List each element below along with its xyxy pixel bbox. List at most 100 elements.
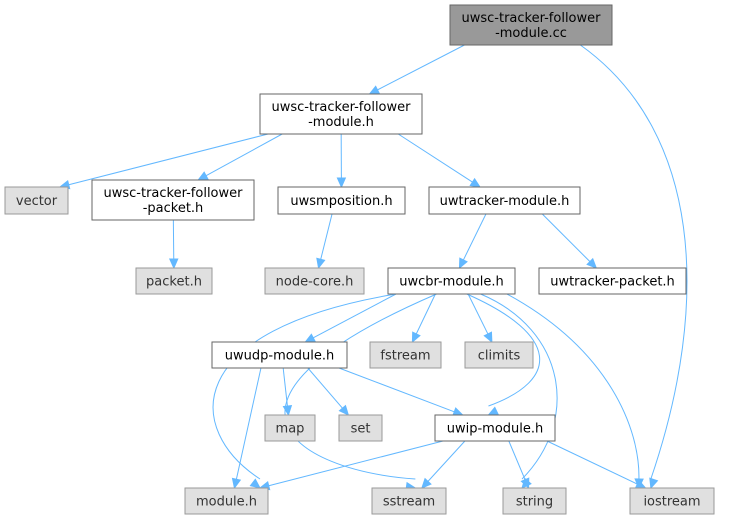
node-uwip[interactable]: uwip-module.h	[434, 414, 556, 442]
node-label: vector	[16, 194, 58, 209]
edge-uwudp-to-map	[282, 367, 293, 417]
node-label: uwcbr-module.h	[399, 275, 504, 290]
node-uwtracker-packet[interactable]: uwtracker-packet.h	[538, 267, 687, 295]
node-layer: uwsc-tracker-follower-module.ccuwsc-trac…	[4, 4, 715, 515]
node-box	[371, 487, 447, 515]
node-box	[538, 267, 687, 295]
edge-line	[508, 440, 526, 480]
edge-line	[205, 133, 283, 177]
edge-uwcbr-to-fstream	[411, 293, 436, 344]
node-root[interactable]: uwsc-tracker-follower-module.cc	[449, 4, 613, 46]
node-box	[629, 487, 715, 515]
node-climits: climits	[464, 341, 534, 369]
arrow-head	[304, 333, 316, 343]
edge-uwip-to-module	[258, 440, 444, 491]
arrow-head	[336, 177, 347, 189]
node-box	[464, 341, 534, 369]
node-uwtracker-module[interactable]: uwtracker-module.h	[428, 186, 581, 215]
node-box	[338, 414, 383, 442]
node-label: -module.h	[308, 115, 374, 130]
edge-module-h-to-uwtracker-module	[397, 133, 482, 188]
node-uwcbr[interactable]: uwcbr-module.h	[387, 267, 516, 295]
edge-path	[580, 44, 688, 480]
arrow-head	[197, 171, 209, 181]
arrow-head	[338, 404, 350, 416]
node-node-core: node-core.h	[264, 267, 365, 295]
edge-layer	[58, 44, 688, 492]
node-label: -module.cc	[495, 26, 567, 41]
edge-line	[68, 133, 269, 186]
node-label: sstream	[383, 495, 435, 510]
edge-uwcbr-to-module	[212, 293, 397, 489]
node-uwsmposition[interactable]: uwsmposition.h	[277, 186, 406, 215]
node-box	[428, 186, 581, 215]
arrow-head	[411, 331, 421, 344]
node-map: map	[264, 414, 316, 442]
arrow-head	[458, 257, 468, 270]
edge-uwudp-to-uwip	[338, 367, 464, 417]
arrow-head	[249, 478, 261, 489]
arrow-head	[469, 177, 482, 188]
edge-root-to-module-h	[368, 44, 465, 95]
node-box	[4, 186, 69, 215]
node-box	[259, 93, 423, 135]
edge-line	[282, 367, 288, 407]
node-box	[184, 487, 269, 515]
node-packet: packet.h	[135, 267, 213, 295]
edge-uwcbr-to-iostream	[506, 293, 644, 490]
node-vector: vector	[4, 186, 69, 215]
arrow-head	[586, 257, 598, 269]
arrow-head	[520, 477, 530, 490]
node-box	[211, 341, 348, 369]
edge-uwcbr-to-uwudp	[304, 293, 397, 343]
edge-line	[397, 133, 473, 183]
node-string: string	[502, 487, 567, 515]
node-sstream: sstream	[371, 487, 447, 515]
arrow-head	[368, 85, 381, 95]
node-box	[135, 267, 213, 295]
edge-path	[284, 293, 437, 480]
node-label: node-core.h	[276, 275, 354, 290]
node-label: set	[351, 422, 371, 437]
edge-uwsmposition-to-node-core	[316, 213, 333, 270]
node-uwudp[interactable]: uwudp-module.h	[211, 341, 348, 369]
node-fstream: fstream	[369, 341, 442, 369]
node-module-h[interactable]: uwsc-tracker-follower-module.h	[259, 93, 423, 135]
edge-path	[212, 293, 397, 480]
arrow-head	[231, 477, 242, 490]
node-box	[387, 267, 516, 295]
edge-uwip-to-string	[508, 440, 530, 490]
edge-uwip-to-sstream	[421, 440, 466, 489]
node-label: uwsc-tracker-follower	[104, 186, 244, 201]
edge-line	[427, 440, 466, 482]
edge-uwtracker-module-to-uwtracker-packet	[541, 213, 598, 269]
edge-uwcbr-to-climits	[467, 293, 493, 344]
node-label: uwsc-tracker-follower	[462, 11, 602, 26]
edge-line	[546, 440, 638, 485]
edge-line	[320, 213, 333, 260]
node-box	[277, 186, 406, 215]
node-label: string	[516, 495, 553, 510]
edge-uwudp-to-set	[307, 367, 350, 416]
node-box	[449, 4, 613, 46]
arrow-head	[282, 405, 293, 417]
arrow-head	[649, 477, 659, 490]
node-label: uwsmposition.h	[290, 194, 392, 209]
edge-module-h-to-uwsmposition	[336, 133, 347, 189]
edge-uwudp-to-module	[231, 367, 262, 490]
node-label: uwtracker-packet.h	[550, 275, 675, 290]
node-box	[502, 487, 567, 515]
node-packet-h[interactable]: uwsc-tracker-follower-packet.h	[91, 179, 255, 221]
node-module: module.h	[184, 487, 269, 515]
arrow-head	[168, 258, 179, 270]
arrow-head	[316, 257, 326, 270]
edge-line	[338, 367, 455, 413]
edge-path	[480, 293, 558, 480]
edge-uwtracker-module-to-uwcbr	[458, 213, 487, 270]
edge-line	[415, 293, 436, 335]
edge-uwip-to-iostream	[546, 440, 647, 489]
edge-line	[377, 44, 465, 91]
node-label: fstream	[380, 349, 430, 364]
node-box	[264, 414, 316, 442]
